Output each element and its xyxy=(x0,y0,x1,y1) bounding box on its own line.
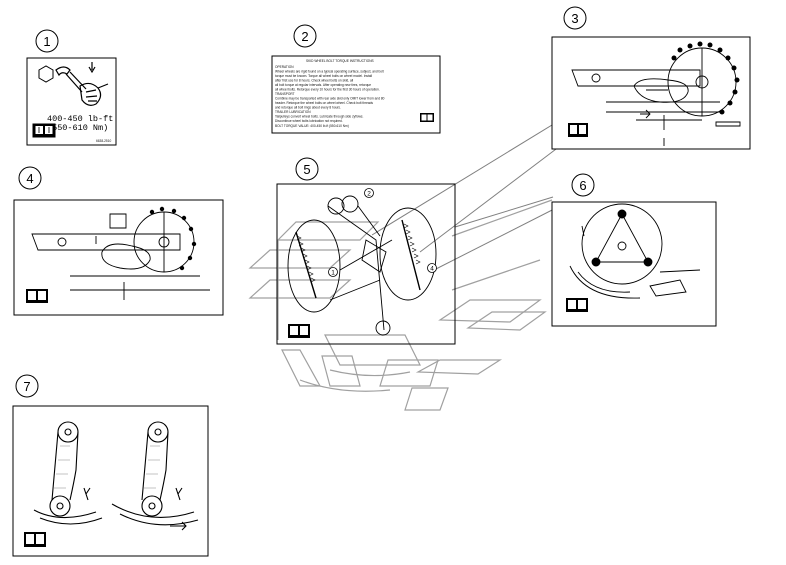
callout-numbers: 1 2 3 4 5 6 7 xyxy=(23,11,586,394)
manual-book-icon xyxy=(568,123,588,137)
decal-2-title: SKID WHEEL BOLT TORQUE INSTRUCTIONS xyxy=(306,59,374,63)
callout-6 xyxy=(571,173,595,197)
decal-6-drum xyxy=(551,201,717,327)
decal-2-line: OPERATION xyxy=(275,65,294,69)
decal-2-line: all wheel bolts. Retorque every 10 hours… xyxy=(275,88,380,92)
callout-3-label: 3 xyxy=(571,11,578,26)
manual-book-icon xyxy=(566,298,588,312)
callout-4 xyxy=(18,166,42,190)
panel-5-marker-1: 1 xyxy=(331,270,335,277)
decal-2-line: TRANSPORT xyxy=(275,92,295,96)
sprocket-teeth xyxy=(149,206,197,271)
decal-2-line: Tailpulleys convert wheel bolts. Lubrica… xyxy=(275,115,364,119)
callout-5-label: 5 xyxy=(303,162,310,177)
decal-2-line: header. Retorque the wheel bolts on whee… xyxy=(275,101,373,105)
callout-7-label: 7 xyxy=(23,379,30,394)
spring-icon xyxy=(296,223,421,283)
callout-7 xyxy=(15,374,39,398)
callout-1-label: 1 xyxy=(43,34,50,49)
decal-7-belt-drives xyxy=(12,405,209,557)
callout-2-label: 2 xyxy=(301,29,308,44)
connector-lines xyxy=(371,124,569,272)
decal-2-instructions: SKID WHEEL BOLT TORQUE INSTRUCTIONS OPER… xyxy=(271,55,441,134)
manual-book-icon xyxy=(288,324,310,338)
decal-2-line: TRAILER LUBRICATION xyxy=(275,110,311,114)
callout-6-label: 6 xyxy=(579,178,586,193)
callout-4-label: 4 xyxy=(26,171,33,186)
decal-1-torque-ft: 400-450 lb-ft xyxy=(47,114,113,124)
callout-5 xyxy=(295,157,319,181)
panel-5-markers xyxy=(328,188,437,277)
manual-book-icon xyxy=(32,123,56,138)
wrench-hand-icon xyxy=(55,62,109,106)
decal-2-line: Discontinue wheel bolts lubrication not … xyxy=(275,119,343,123)
decal-2-lines: OPERATION Wheel wheels are rigid found o… xyxy=(275,65,385,128)
callout-circles xyxy=(15,6,595,398)
decal-2-line: torque must be known. Torque all wheel b… xyxy=(275,74,372,78)
machine-outline xyxy=(248,199,553,411)
decal-1-torque-nm: (550-610 Nm) xyxy=(47,123,108,133)
decal-2-line: Combine may be transported with rear axl… xyxy=(275,97,385,101)
decal-2-line: and retorque all bolt rings about every … xyxy=(275,106,341,110)
decal-5-belt-tension: 2 1 4 xyxy=(276,183,456,345)
callout-3 xyxy=(563,6,587,30)
arrow-icon xyxy=(640,109,741,127)
decal-2-line: Wheel wheels are rigid found on a typica… xyxy=(275,70,384,74)
manual-book-icon xyxy=(420,113,434,122)
decal-4-feeder-drive xyxy=(13,199,224,316)
callout-2 xyxy=(293,24,317,48)
decal-2-line: BOLT TORQUE VALUE: 400-450 lb-ft (550-61… xyxy=(275,124,349,128)
manual-book-icon xyxy=(26,289,48,303)
decal-3-chain-drive xyxy=(551,36,751,150)
decal-2-line: all bolt torque at regular intervals. Af… xyxy=(275,83,371,87)
decal-1-part-number: 6638-2510 xyxy=(96,139,111,143)
decal-2-line: after first use for 8 hours. Check wheel… xyxy=(275,79,353,83)
panel-5-marker-4: 4 xyxy=(430,266,434,273)
callout-1 xyxy=(35,29,59,53)
manual-book-icon xyxy=(24,532,46,547)
belt-pattern xyxy=(54,445,160,489)
hex-nut-icon xyxy=(38,65,54,83)
chain-links xyxy=(671,41,740,115)
decal-1-torque: 400-450 lb-ft (550-610 Nm) 6638-2510 xyxy=(26,57,117,146)
panel-5-marker-2: 2 xyxy=(367,191,371,198)
